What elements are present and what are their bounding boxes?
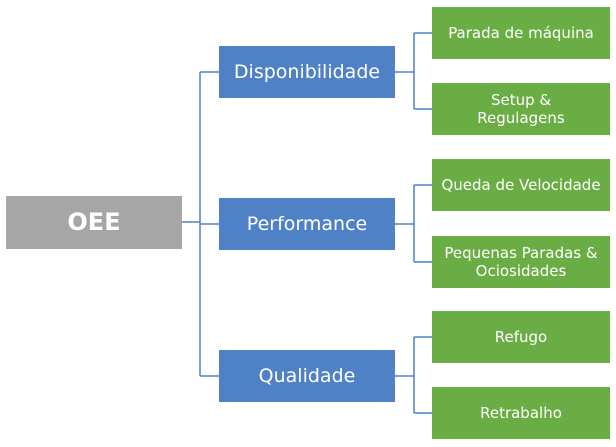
- leaf-label-queda-de-velocidade: Queda de Velocidade: [441, 176, 601, 194]
- leaf-label-retrabalho: Retrabalho: [480, 404, 562, 422]
- leaf-node-setup-regulagens: Setup & Regulagens: [432, 83, 610, 135]
- category-label-disponibilidade: Disponibilidade: [233, 60, 381, 83]
- category-node-disponibilidade: Disponibilidade: [219, 46, 395, 98]
- leaf-label-setup-regulagens: Setup & Regulagens: [477, 91, 565, 127]
- leaf-label-parada-de-maquina: Parada de máquina: [448, 24, 594, 42]
- root-node-oee: OEE: [6, 196, 182, 249]
- category-label-performance: Performance: [246, 212, 368, 235]
- leaf-node-retrabalho: Retrabalho: [432, 387, 610, 439]
- leaf-node-queda-de-velocidade: Queda de Velocidade: [432, 159, 610, 211]
- leaf-node-pequenas-paradas: Pequenas Paradas & Ociosidades: [432, 236, 610, 288]
- leaf-label-pequenas-paradas: Pequenas Paradas & Ociosidades: [444, 244, 598, 280]
- category-label-qualidade: Qualidade: [258, 364, 356, 387]
- leaf-node-refugo: Refugo: [432, 311, 610, 363]
- root-label: OEE: [67, 208, 121, 237]
- leaf-node-parada-de-maquina: Parada de máquina: [432, 7, 610, 59]
- leaf-label-refugo: Refugo: [494, 328, 548, 346]
- category-node-qualidade: Qualidade: [219, 350, 395, 402]
- category-node-performance: Performance: [219, 198, 395, 250]
